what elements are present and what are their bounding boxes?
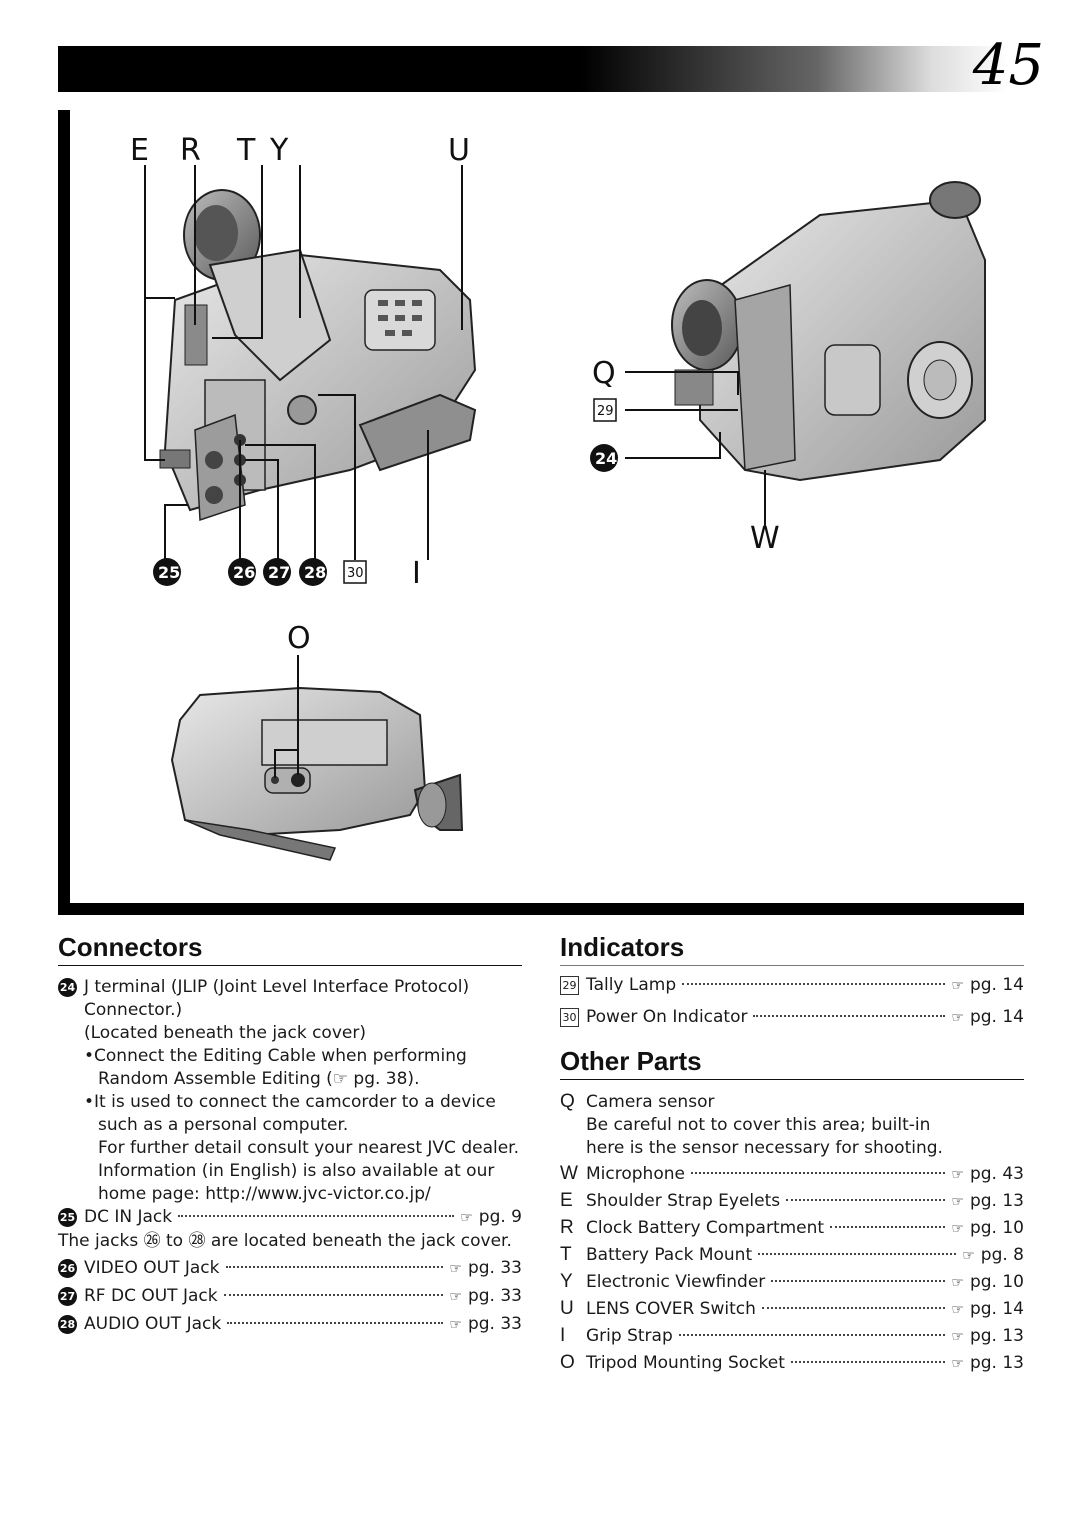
other-part-o: O Tripod Mounting Socket ☞pg. 13 (560, 1351, 1024, 1376)
other-part-i: I Grip Strap ☞pg. 13 (560, 1324, 1024, 1349)
camcorder-front-view (671, 181, 986, 482)
figure-frame-bottom (58, 903, 1024, 915)
other-part-y: Y Electronic Viewfinder ☞pg. 10 (560, 1270, 1024, 1295)
camcorder-bottom-view (170, 686, 464, 861)
num-28: 28 (304, 563, 326, 582)
pointing-hand-icon: ☞ (449, 1317, 462, 1333)
indicator-item-30: 30 Power On Indicator ☞pg. 14 (560, 1006, 1024, 1030)
pointing-hand-icon: ☞ (449, 1261, 462, 1277)
num-27: 27 (268, 563, 290, 582)
num-26: 26 (233, 563, 255, 582)
page-number: 45 (972, 33, 1044, 98)
pointing-hand-icon: ☞ (951, 1010, 964, 1026)
label-t: T (236, 133, 256, 168)
other-part-t: T Battery Pack Mount ☞pg. 8 (560, 1243, 1024, 1268)
label-q: Q (592, 356, 616, 391)
pointing-hand-icon: ☞ (951, 1302, 964, 1318)
other-parts-heading: Other Parts (560, 1046, 702, 1076)
connector-item-27: 27 RF DC OUT Jack ☞pg. 33 (58, 1285, 522, 1309)
connector-item-25: 25 DC IN Jack ☞pg. 9 (58, 1206, 522, 1230)
indicator-item-29: 29 Tally Lamp ☞pg. 14 (560, 974, 1024, 998)
connector-item-28: 28 AUDIO OUT Jack ☞pg. 33 (58, 1313, 522, 1337)
label-w: W (750, 521, 780, 556)
pointing-hand-icon: ☞ (951, 1329, 964, 1345)
pointing-hand-icon: ☞ (951, 1275, 964, 1291)
label-r: R (180, 133, 201, 168)
pointing-hand-icon: ☞ (951, 1194, 964, 1210)
pointing-hand-icon: ☞ (460, 1210, 473, 1226)
camcorder-illustration: E R T Y U (130, 133, 986, 861)
num-29: 29 (597, 404, 614, 419)
other-part-e: E Shoulder Strap Eyelets ☞pg. 13 (560, 1189, 1024, 1214)
pointing-hand-icon: ☞ (951, 1221, 964, 1237)
pointing-hand-icon: ☞ (962, 1248, 975, 1264)
pointing-hand-icon: ☞ (951, 978, 964, 994)
other-part-u: U LENS COVER Switch ☞pg. 14 (560, 1297, 1024, 1322)
connectors-heading: Connectors (58, 932, 203, 962)
indicators-heading: Indicators (560, 932, 685, 962)
pointing-hand-icon: ☞ (951, 1167, 964, 1183)
label-u: U (448, 133, 470, 168)
pointing-hand-icon: ☞ (449, 1289, 462, 1305)
connector-item-26: 26 VIDEO OUT Jack ☞pg. 33 (58, 1257, 522, 1281)
label-i: I (412, 556, 421, 591)
indicators-section: Indicators 29 Tally Lamp ☞pg. 14 30 Powe… (560, 932, 1024, 1030)
num-30: 30 (347, 566, 364, 581)
label-e: E (130, 133, 149, 168)
label-o: O (287, 621, 311, 656)
num-25: 25 (158, 563, 180, 582)
pointing-hand-icon: ☞ (951, 1356, 964, 1372)
num-24: 24 (595, 449, 617, 468)
header-bar (58, 46, 1008, 92)
other-part-r: R Clock Battery Compartment ☞pg. 10 (560, 1216, 1024, 1241)
connector-note: The jacks ㉖ to ㉘ are located beneath the… (58, 1231, 512, 1251)
other-part-w: W Microphone ☞pg. 43 (560, 1162, 1024, 1187)
label-y: Y (269, 133, 289, 168)
figure-frame-left (58, 110, 70, 915)
camcorder-rear-view (159, 189, 477, 522)
